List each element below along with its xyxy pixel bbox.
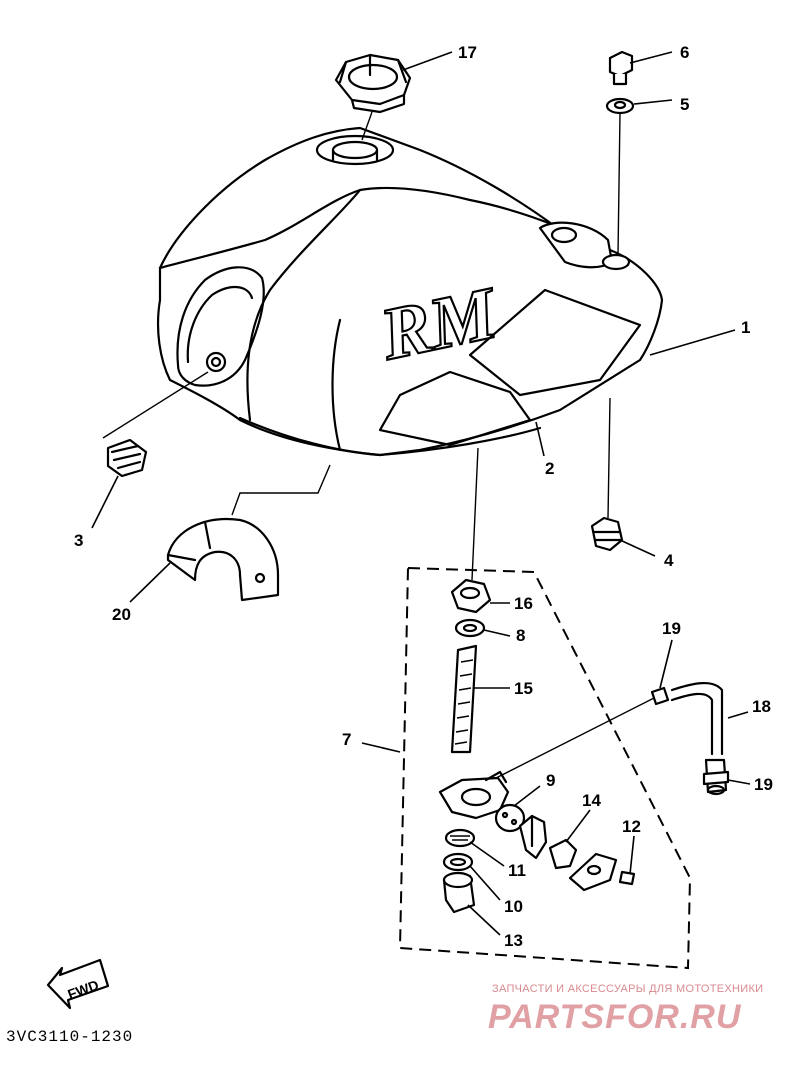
label-5: 5	[680, 95, 689, 114]
watermark-caption: ЗАПЧАСТИ И АКСЕССУАРЫ ДЛЯ МОТОТЕХНИКИ	[492, 983, 764, 995]
label-17: 17	[458, 43, 477, 62]
bracket-20	[166, 517, 280, 602]
packing-14	[548, 838, 578, 870]
drawing-code: 3VC3110-1230	[6, 1028, 134, 1046]
damper-3	[106, 438, 148, 478]
fuel-tank: RM	[156, 126, 664, 457]
label-19b: 19	[754, 775, 773, 794]
cup-13	[442, 871, 476, 914]
label-20: 20	[112, 605, 131, 624]
label-4: 4	[664, 551, 674, 570]
washer-5	[605, 97, 635, 115]
label-1: 1	[741, 318, 750, 337]
fwd-arrow: FWD	[46, 958, 110, 1010]
label-15: 15	[514, 679, 533, 698]
label-2: 2	[545, 459, 554, 478]
label-16: 16	[514, 594, 533, 613]
watermark-brand[interactable]: PARTSFOR.RU	[488, 998, 742, 1036]
cock-body	[438, 770, 510, 820]
damper-4	[590, 516, 624, 552]
label-6: 6	[680, 43, 689, 62]
valve-knob	[518, 814, 548, 860]
label-9: 9	[546, 771, 555, 790]
label-18: 18	[752, 697, 771, 716]
clip-19b	[702, 770, 730, 786]
label-3: 3	[74, 531, 83, 550]
label-13: 13	[504, 931, 523, 950]
fuel-cock-group-outline	[398, 566, 692, 970]
label-12: 12	[622, 817, 641, 836]
label-8: 8	[516, 626, 525, 645]
plate-12	[568, 852, 636, 892]
gasket-10	[442, 852, 474, 872]
leader-lines	[91, 51, 751, 936]
label-11: 11	[508, 861, 526, 880]
clip-19a	[650, 686, 670, 706]
label-10: 10	[504, 897, 523, 916]
label-7: 7	[342, 730, 351, 749]
fuel-cap	[334, 53, 412, 141]
strainer-15	[450, 644, 478, 754]
lever-9	[494, 803, 526, 833]
part-numbers: 1 2 3 4 5 6 7 8 9 10 11 12 13 14 15 16 1…	[74, 43, 773, 950]
label-14: 14	[582, 791, 601, 810]
label-19a: 19	[662, 619, 681, 638]
washer-8	[454, 618, 486, 638]
nut-16	[450, 578, 492, 614]
oring-11	[444, 828, 476, 848]
bolt-6	[608, 50, 634, 86]
